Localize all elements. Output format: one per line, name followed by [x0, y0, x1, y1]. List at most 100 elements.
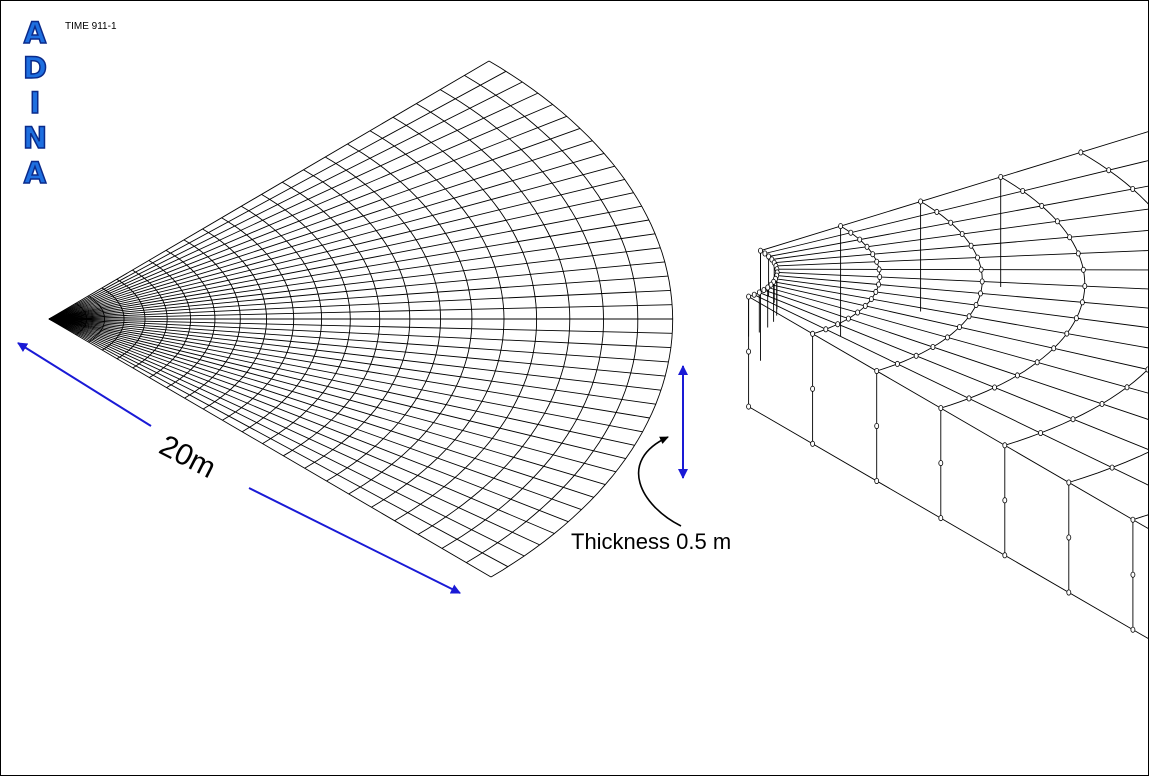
mesh-node	[751, 291, 757, 298]
mesh-node	[1015, 372, 1020, 379]
mesh-node	[1038, 429, 1043, 436]
logo-letter-n: N	[22, 121, 48, 155]
fan-ray-line	[48, 275, 669, 320]
mesh-node	[968, 242, 974, 249]
mesh-node	[992, 384, 997, 391]
fan-ray-line	[48, 233, 656, 320]
mesh-node	[874, 422, 880, 429]
mesh-node	[838, 223, 843, 230]
mesh-node	[1106, 167, 1112, 174]
fan-ray-line	[48, 318, 673, 334]
slab-ray-line	[771, 208, 1148, 260]
fan-mesh-2d	[48, 60, 674, 578]
slab-ray-line	[770, 284, 1148, 370]
length-arrow-upper	[17, 342, 152, 427]
mesh-node	[1130, 571, 1136, 578]
logo-letter-a2: A	[23, 156, 47, 190]
fan-ray-line	[48, 318, 509, 568]
mesh-node	[1055, 218, 1060, 225]
mesh-node	[934, 208, 940, 215]
mesh-node	[918, 198, 923, 205]
slab-ray-line	[768, 185, 1148, 257]
mesh-node	[1099, 400, 1105, 407]
fan-ray-line	[48, 192, 634, 320]
fan-ray-line	[48, 165, 615, 320]
slab-ray-line	[748, 296, 1148, 529]
mesh-node	[975, 254, 980, 261]
fan-ray-line	[48, 318, 626, 460]
slab-ring-line	[1068, 451, 1148, 483]
mesh-node	[1081, 266, 1086, 273]
fan-ray-line	[48, 92, 539, 320]
slab-ring-line	[1132, 514, 1148, 521]
mesh-node	[1064, 330, 1070, 337]
fan-ray-line	[48, 318, 617, 473]
mesh-node	[1002, 442, 1008, 449]
mesh-node	[957, 324, 962, 331]
mesh-node	[855, 309, 860, 316]
fan-ray-line	[48, 318, 555, 534]
fan-ray-line	[48, 127, 581, 320]
fan-ray-line	[48, 205, 642, 320]
thickness-leader	[637, 436, 682, 527]
fan-ray-line	[48, 318, 582, 511]
fan-ray-line	[48, 318, 594, 498]
fan-ray-line	[48, 152, 605, 320]
mesh-node	[1074, 315, 1079, 322]
fan-ray-line	[48, 81, 523, 320]
mesh-node	[938, 515, 944, 522]
mesh-node	[1066, 589, 1072, 596]
mesh-node	[761, 287, 767, 294]
fan-ray-line	[48, 318, 635, 446]
mesh-node	[1002, 552, 1008, 559]
logo-letter-a: A	[23, 16, 47, 50]
mesh-node	[1034, 359, 1040, 366]
mesh-node	[810, 330, 815, 337]
mesh-node	[979, 278, 985, 285]
mesh-node	[874, 477, 880, 484]
mesh-node	[1078, 149, 1084, 156]
mesh-node	[1145, 366, 1148, 373]
mesh-node	[930, 343, 936, 350]
fan-ray-line	[48, 318, 656, 405]
mesh-node	[973, 301, 979, 308]
mesh-node	[966, 395, 972, 402]
fan-ray-line	[48, 289, 671, 320]
fan-ray-line	[48, 70, 507, 320]
mesh-node	[823, 326, 829, 333]
mesh-node	[1002, 497, 1008, 504]
fan-ray-line	[48, 318, 540, 546]
mesh-node	[766, 253, 771, 260]
slab-ray-line	[767, 287, 1148, 394]
mesh-node	[1051, 345, 1057, 352]
slab-ray-line	[760, 131, 1148, 252]
length-arrow-lower	[248, 487, 461, 594]
mesh-node	[895, 360, 900, 367]
mesh-node	[1075, 250, 1081, 257]
fan-ray-line	[48, 304, 673, 320]
slab-ray-line	[773, 281, 1148, 349]
slab-ray-line	[776, 275, 1148, 309]
fan-ray-line	[48, 318, 671, 349]
fan-ray-line	[48, 115, 567, 320]
thickness-label: Thickness 0.5 m	[571, 529, 732, 554]
mesh-node	[1020, 187, 1026, 194]
mesh-node	[959, 230, 965, 237]
fan-ray-line	[48, 60, 490, 320]
fan-ray-line	[48, 318, 650, 419]
slab-ray-line	[763, 289, 1148, 420]
mesh-node	[1066, 479, 1072, 486]
mesh-node	[756, 289, 762, 296]
time-label: TIME 911-1	[65, 21, 117, 32]
fan-ray-line	[48, 318, 643, 433]
fan-ray-line	[48, 318, 492, 578]
slab-ring-line	[1004, 152, 1148, 446]
mesh-node	[876, 266, 882, 273]
logo-letter-i: I	[29, 86, 41, 120]
mesh-node	[746, 293, 751, 300]
mesh-node	[1067, 234, 1072, 241]
mesh-node	[1080, 299, 1085, 306]
slab-ray-line	[775, 278, 1148, 328]
fan-ray-line	[48, 318, 606, 486]
